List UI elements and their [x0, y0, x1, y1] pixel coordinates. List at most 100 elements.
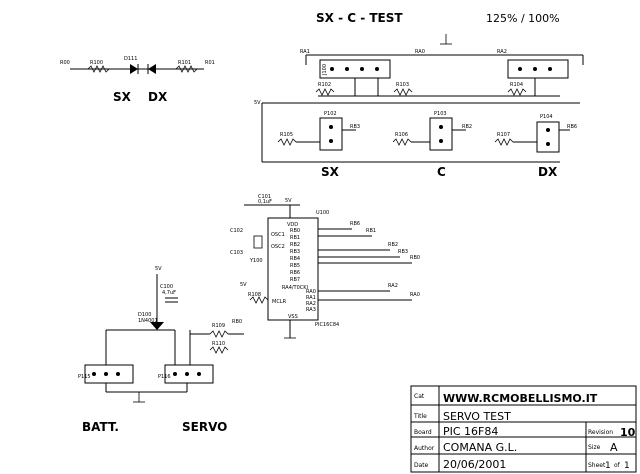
label-d100: D100 [138, 312, 151, 318]
tb-revision: 10 [620, 426, 636, 439]
tb-date-label: Date [414, 462, 429, 469]
label-servo: SERVO [182, 420, 227, 434]
label-y100: Y100 [249, 258, 263, 264]
top-network: RA1 RA0 RA2 J100 R102 R103 R104 5V [254, 49, 584, 163]
label-c101: C101 [258, 194, 271, 200]
label-r109: R109 [212, 323, 225, 329]
net-rb0: RB0 [410, 255, 420, 261]
pin-rb6: RB6 [290, 270, 300, 276]
label-j100: J100 [322, 64, 328, 76]
net-rb3: RB3 [398, 249, 408, 255]
label-rb3: RB3 [350, 124, 360, 130]
pin-rb2: RB2 [290, 242, 300, 248]
label-r100: R100 [90, 60, 103, 66]
tb-website: WWW.RCMOBELLISMO.IT [443, 392, 598, 405]
label-u100: U100 [316, 210, 329, 216]
connector-dx-label: DX [538, 165, 558, 179]
net-rb6: RB6 [350, 221, 360, 227]
mcu-section: C101 0,1uF 5V U100 VDD VSS OSC1 OSC2 MCL… [230, 194, 420, 339]
pin-rb3: RB3 [290, 249, 300, 255]
pin-rb4: RB4 [290, 256, 300, 262]
tb-size-label: Size [588, 444, 601, 451]
tb-of-label: of [614, 462, 621, 469]
label-c103: C103 [230, 250, 243, 256]
tb-sheet: 1 [605, 461, 611, 471]
label-p102: P102 [324, 111, 337, 117]
label-dx-left: DX [148, 90, 168, 104]
pin-ra1: RA1 [306, 295, 316, 301]
scale-label: 125% / 100% [486, 12, 560, 25]
label-p115: P115 [78, 374, 91, 380]
left-sx-dx-section: R00 R100 R101 R01 D111 SX DX [60, 56, 215, 104]
label-r00: R00 [60, 60, 70, 66]
connector-sx-label: SX [321, 165, 340, 179]
pin-ra0: RA0 [306, 289, 316, 295]
label-c100: C100 [160, 284, 173, 290]
label-chip: PIC16C84 [315, 322, 339, 328]
pin-rb7: RB7 [290, 277, 300, 283]
label-r107: R107 [497, 132, 510, 138]
label-r104: R104 [510, 82, 523, 88]
tb-author: COMANA G.L. [443, 441, 517, 454]
label-vdd: VDD [287, 222, 298, 228]
schematic-title: SX - C - TEST [316, 11, 403, 25]
tb-board: PIC 16F84 [443, 425, 498, 438]
label-p103: P103 [434, 111, 447, 117]
tb-title-label: Title [413, 413, 427, 420]
label-p116: P116 [158, 374, 171, 380]
label-r101: R101 [178, 60, 191, 66]
label-r102: R102 [318, 82, 331, 88]
label-r01: R01 [205, 60, 215, 66]
connector-row: P102 P103 P104 R105 R106 R107 RB3 RB2 RB… [277, 111, 577, 179]
tb-size: A [610, 441, 618, 454]
label-vss: VSS [288, 314, 298, 320]
pin-ra2: RA2 [306, 301, 316, 307]
label-p104: P104 [540, 114, 553, 120]
tb-title: SERVO TEST [443, 410, 511, 423]
label-mcu-5v-2: 5V [240, 282, 247, 288]
label-mcu-5v: 5V [285, 198, 292, 204]
tb-web-label: Cat [414, 393, 425, 400]
tb-date: 20/06/2001 [443, 458, 506, 471]
net-rb1: RB1 [366, 228, 376, 234]
pin-rb5: RB5 [290, 263, 300, 269]
title-block: Cat WWW.RCMOBELLISMO.IT Title SERVO TEST… [410, 385, 637, 473]
label-r106: R106 [395, 132, 408, 138]
tb-sheet-label: Sheet [588, 462, 606, 469]
label-c102: C102 [230, 228, 243, 234]
power-section: 5V C100 4,7uF D100 1N4001 R109 R110 RB0 … [78, 266, 244, 434]
label-rb0-power: RB0 [232, 319, 242, 325]
connector-c-label: C [437, 165, 446, 179]
label-sx-left: SX [113, 90, 132, 104]
ground-symbol [440, 34, 452, 45]
label-d111: D111 [124, 56, 137, 62]
label-ra1: RA1 [300, 49, 310, 55]
tb-sheet-total: 1 [624, 461, 630, 471]
label-ra0: RA0 [415, 49, 425, 55]
net-rb2: RB2 [388, 242, 398, 248]
tb-revision-label: Revision [588, 429, 613, 436]
label-rb2: RB2 [462, 124, 472, 130]
net-ra2: RA2 [388, 283, 398, 289]
label-r108: R108 [248, 292, 261, 298]
pin-ra4: RA4/T0CKI [282, 285, 308, 291]
pin-rb0: RB0 [290, 228, 300, 234]
label-power-5v: 5V [155, 266, 162, 272]
tb-board-label: Board [414, 429, 432, 436]
label-r110: R110 [212, 341, 225, 347]
label-top-5v: 5V [254, 100, 261, 106]
label-osc1: OSC1 [271, 232, 285, 238]
net-ra0: RA0 [410, 292, 420, 298]
label-r103: R103 [396, 82, 409, 88]
label-d100-val: 1N4001 [138, 318, 158, 324]
tb-author-label: Author [414, 445, 435, 452]
label-r105: R105 [280, 132, 293, 138]
pin-ra3: RA3 [306, 307, 316, 313]
label-rb6: RB6 [567, 124, 577, 130]
label-batt: BATT. [82, 420, 119, 434]
label-ra2: RA2 [497, 49, 507, 55]
pin-rb1: RB1 [290, 235, 300, 241]
label-osc2: OSC2 [271, 244, 285, 250]
label-c101-val: 0,1uF [258, 199, 272, 205]
